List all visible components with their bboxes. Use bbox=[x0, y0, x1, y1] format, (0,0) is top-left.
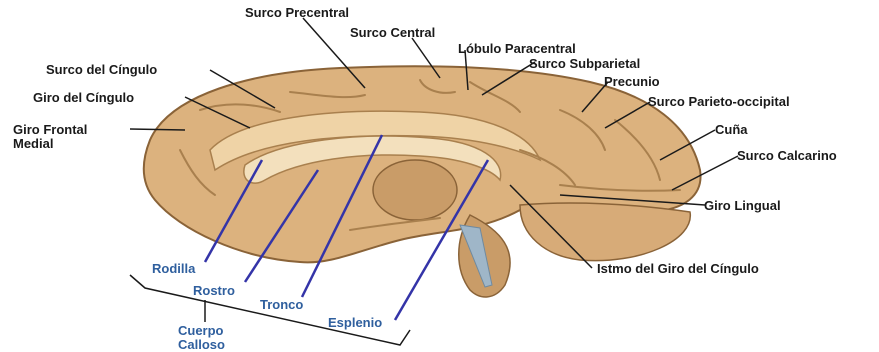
label-surco-parieto-occipital: Surco Parieto-occipital bbox=[648, 95, 790, 109]
label-giro-cingulo: Giro del Cíngulo bbox=[33, 91, 134, 105]
label-rodilla: Rodilla bbox=[152, 262, 195, 276]
label-giro-lingual: Giro Lingual bbox=[704, 199, 781, 213]
label-surco-precentral: Surco Precentral bbox=[245, 6, 349, 20]
label-surco-subparietal: Surco Subparietal bbox=[529, 57, 640, 71]
label-giro-frontal: Giro Frontal bbox=[13, 123, 87, 137]
label-surco-calcarino: Surco Calcarino bbox=[737, 149, 837, 163]
label-medial: Medial bbox=[13, 137, 53, 151]
label-istmo: Istmo del Giro del Cíngulo bbox=[597, 262, 759, 276]
label-lobulo-paracentral: Lóbulo Paracentral bbox=[458, 42, 576, 56]
label-surco-central: Surco Central bbox=[350, 26, 435, 40]
thalamus bbox=[373, 160, 457, 220]
label-cuna: Cuña bbox=[715, 123, 748, 137]
label-surco-cingulo: Surco del Cíngulo bbox=[46, 63, 157, 77]
label-rostro: Rostro bbox=[193, 284, 235, 298]
label-cuerpo: Cuerpo bbox=[178, 324, 224, 338]
label-calloso: Calloso bbox=[178, 338, 225, 352]
label-esplenio: Esplenio bbox=[328, 316, 382, 330]
cerebellum-shape bbox=[520, 203, 690, 261]
label-tronco: Tronco bbox=[260, 298, 303, 312]
label-precunio: Precunio bbox=[604, 75, 660, 89]
